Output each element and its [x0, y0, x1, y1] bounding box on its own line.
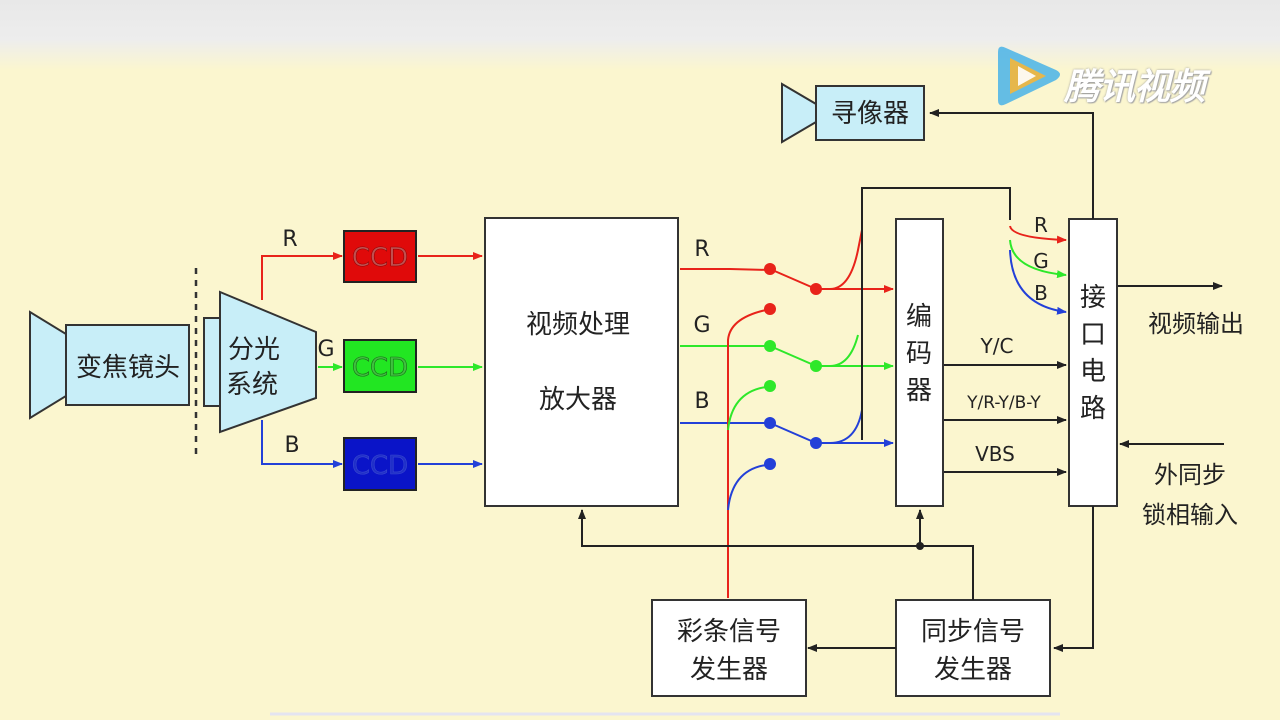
- colorbar-label-2: 发生器: [690, 655, 768, 685]
- interface-to-sync-line: [1053, 506, 1094, 652]
- colorbar-label-1: 彩条信号: [677, 617, 781, 647]
- red-out-line: [680, 268, 771, 271]
- sync-to-processor-line: [578, 509, 974, 600]
- b-label-3: B: [1034, 281, 1048, 305]
- ext-sync-label-2: 锁相输入: [1142, 501, 1238, 529]
- blue-to-interface: [1009, 249, 1067, 315]
- switch-blade-b: [769, 422, 817, 444]
- lens-cone: [29, 310, 67, 420]
- ccd-red-block: CCD: [343, 230, 417, 283]
- zoom-lens-label: 变焦镜头: [76, 353, 180, 383]
- viewfinder-block: 寻像器: [781, 82, 925, 144]
- r-label-2: R: [694, 237, 709, 262]
- ext-sync-label-1: 外同步: [1154, 461, 1226, 489]
- splitter-label-2: 系统: [226, 370, 278, 400]
- zoom-lens-block: 变焦镜头: [29, 310, 190, 420]
- lens-body: [65, 324, 190, 406]
- red-to-interface: [1009, 225, 1067, 244]
- processor-label-2: 放大器: [539, 385, 617, 415]
- interface-circuit-block: 接 口 电 路: [1068, 218, 1118, 507]
- colorbar-red-line: [727, 309, 767, 598]
- green-bus-curve: [829, 334, 859, 367]
- beam-splitter-block: 分光 系统: [203, 290, 317, 434]
- g-label-2: G: [693, 313, 710, 338]
- colorbar-blue-line: [727, 464, 767, 511]
- colorbar-green-line: [727, 386, 767, 431]
- ccd-blue-block: CCD: [343, 437, 417, 491]
- g-label-3: G: [1033, 249, 1049, 273]
- video-output-label: 视频输出: [1148, 310, 1244, 338]
- sync-junction-dot: [916, 542, 924, 550]
- blue-bus-curve: [829, 409, 863, 444]
- r-label-1: R: [282, 227, 297, 252]
- encoder-block: 编 码 器: [895, 218, 944, 507]
- splitter-plate: [203, 317, 221, 407]
- switch-contact-b2: [764, 458, 776, 470]
- g-label-1: G: [317, 337, 334, 362]
- encoder-char-2: 码: [906, 339, 932, 369]
- vbs-label: VBS: [975, 442, 1015, 466]
- interface-char-4: 路: [1080, 394, 1106, 424]
- splitter-label-1: 分光: [228, 335, 280, 365]
- r-label-3: R: [1034, 213, 1048, 237]
- tencent-video-logo: [998, 46, 1060, 106]
- interface-char-3: 电: [1080, 357, 1106, 387]
- ccd-blue-label: CCD: [352, 451, 408, 481]
- rgb-bus-line: [861, 187, 1011, 440]
- sync-generator-block: 同步信号 发生器: [895, 599, 1051, 697]
- video-processor-block: 视频处理 放大器: [484, 217, 679, 507]
- yrb-label: Y/R-Y/B-Y: [966, 393, 1041, 413]
- b-label-1: B: [284, 433, 299, 458]
- red-path-to-ccd: [261, 252, 343, 300]
- viewfinder-feed-line: [929, 109, 1094, 219]
- switch-blade-g: [769, 345, 817, 367]
- ccd-green-label: CCD: [352, 353, 408, 383]
- switch-blade-r: [769, 268, 817, 290]
- yc-label: Y/C: [980, 334, 1014, 358]
- blue-path-to-ccd: [261, 420, 343, 468]
- viewfinder-label: 寻像器: [831, 99, 909, 129]
- colorbar-generator-block: 彩条信号 发生器: [651, 599, 807, 697]
- green-to-interface: [1009, 239, 1067, 279]
- interface-char-2: 口: [1080, 320, 1106, 350]
- encoder-char-1: 编: [906, 302, 932, 332]
- splitter-prism: [219, 290, 317, 434]
- watermark-text: 腾讯视频: [1064, 67, 1205, 108]
- sync-label-1: 同步信号: [921, 617, 1025, 647]
- encoder-char-3: 器: [906, 376, 932, 406]
- b-label-2: B: [694, 389, 709, 414]
- red-bus-curve: [829, 229, 863, 290]
- ccd-red-label: CCD: [352, 243, 408, 273]
- processor-label-1: 视频处理: [526, 310, 630, 340]
- switch-contact-g2: [764, 380, 776, 392]
- sync-label-2: 发生器: [934, 655, 1012, 685]
- ccd-green-block: CCD: [343, 339, 417, 393]
- switch-contact-r2: [764, 303, 776, 315]
- interface-char-1: 接: [1080, 283, 1106, 313]
